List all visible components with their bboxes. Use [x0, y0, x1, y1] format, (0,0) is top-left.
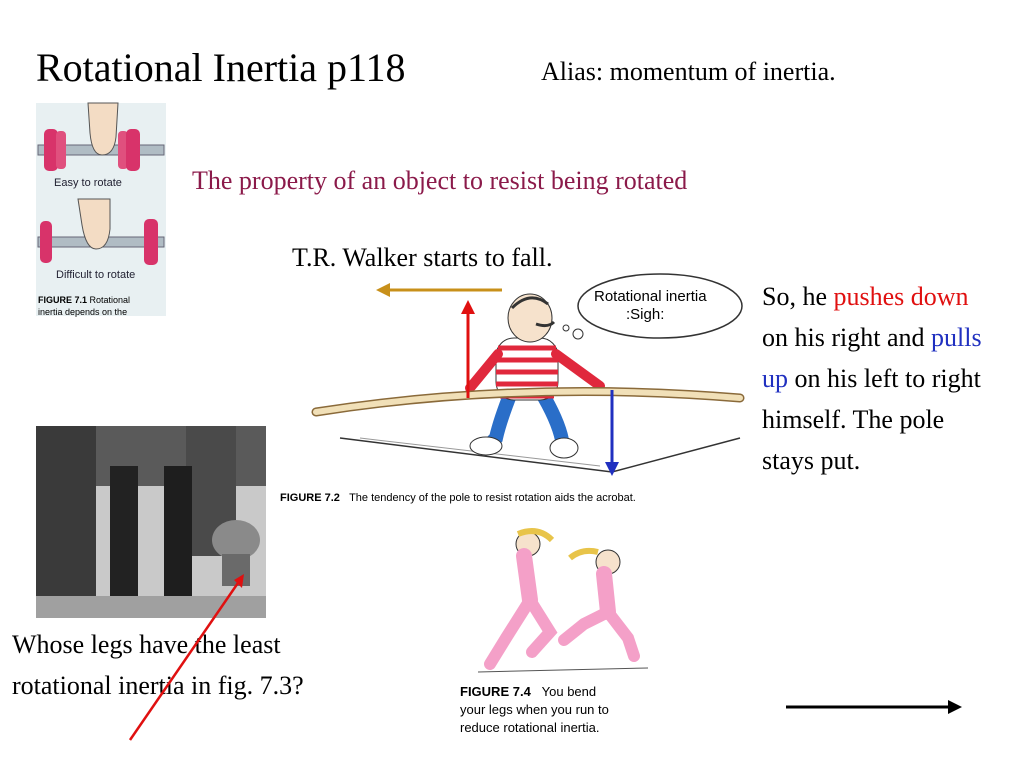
legs-and-dog-photo: [36, 426, 266, 618]
tightrope-walker-illustration: [311, 273, 745, 476]
figure-7-4-text2: your legs when you run to: [460, 702, 609, 717]
explanation-text: So, he pushes down on his right and pull…: [762, 276, 992, 481]
figure-7-2-text: The tendency of the pole to resist rotat…: [349, 492, 636, 504]
thought-bubble-sigh: :Sigh:: [626, 306, 665, 323]
figure-7-2-caption: FIGURE 7.2 The tendency of the pole to r…: [280, 492, 636, 504]
figure-7-4: FIGURE 7.4 You bend your legs when you r…: [458, 528, 658, 740]
figure-7-3-photo: [36, 426, 266, 618]
figure-7-2-title: FIGURE 7.2: [280, 492, 340, 504]
walker-caption: T.R. Walker starts to fall.: [292, 243, 553, 272]
question-text: Whose legs have the least rotational ine…: [12, 630, 304, 700]
figure-7-4-caption: FIGURE 7.4 You bend: [460, 684, 596, 699]
red-pointer-line: [128, 579, 242, 741]
pulls-up-text: pulls up: [762, 323, 982, 393]
figure-7-4-title: FIGURE 7.4: [460, 684, 531, 699]
red-pointer-arrowhead: [234, 574, 244, 588]
explanation-part3: on his left to right himself. The pole s…: [762, 364, 981, 475]
figure-7-1-title: FIGURE 7.1: [38, 295, 88, 305]
explanation-part2: on his right and: [762, 323, 931, 352]
pushes-down-text: pushes down: [833, 282, 969, 311]
figure-7-1-text: Rotational: [89, 295, 131, 305]
definition-text: The property of an object to resist bein…: [192, 166, 688, 195]
black-arrow-head: [948, 700, 962, 714]
slide-title: Rotational Inertia p118: [36, 45, 406, 90]
figure-7-4-text: You bend: [541, 684, 597, 699]
difficult-to-rotate-label: Difficult to rotate: [56, 269, 136, 281]
figure-7-1-text2: inertia depends on the: [38, 307, 128, 317]
runners-illustration: [477, 528, 649, 673]
alias-text: Alias: momentum of inertia.: [541, 57, 836, 86]
explanation-part1: So, he: [762, 282, 834, 311]
thought-bubble-text: Rotational inertia: [594, 288, 707, 305]
figure-7-4-text3: reduce rotational inertia.: [460, 720, 600, 735]
easy-to-rotate-label: Easy to rotate: [54, 177, 122, 189]
figure-7-1-caption: FIGURE 7.1 Rotational: [38, 295, 130, 305]
figure-7-2: Rotational inertia :Sigh: FIGURE 7.2 The…: [280, 270, 760, 515]
figure-7-1: Easy to rotate Difficult to rotate FIGUR…: [36, 102, 166, 317]
dumbbell-illustration: [37, 102, 165, 265]
